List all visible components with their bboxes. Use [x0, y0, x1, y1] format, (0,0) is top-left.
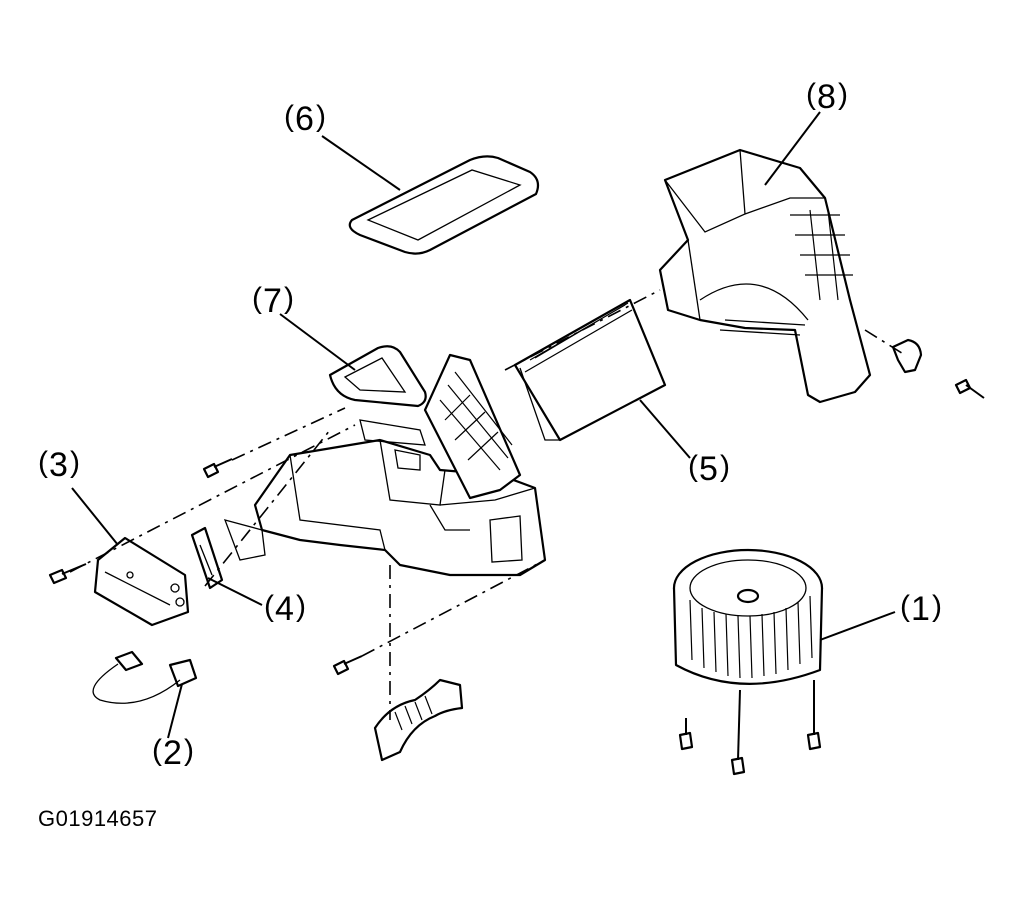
- leader-lines: [71, 111, 896, 739]
- svg-text:4: 4: [275, 590, 294, 628]
- callout-2: ( 2 ): [152, 734, 194, 772]
- callout-1: ( 1 ): [900, 590, 942, 628]
- svg-text:1: 1: [911, 590, 930, 628]
- clip-part: [891, 338, 923, 374]
- svg-text:6: 6: [295, 100, 314, 138]
- svg-text:(: (: [264, 590, 274, 623]
- svg-text:2: 2: [163, 734, 182, 772]
- svg-text:): ): [720, 450, 730, 483]
- svg-text:): ): [184, 734, 194, 767]
- part-1-blower: [672, 548, 824, 685]
- svg-text:(: (: [806, 78, 816, 111]
- part-8-upper-case: [658, 148, 872, 404]
- part-2-harness: [92, 650, 198, 704]
- svg-text:): ): [296, 590, 306, 623]
- main-housing: [223, 353, 547, 577]
- part-5-filter: [513, 298, 667, 442]
- svg-text:): ): [284, 282, 294, 315]
- drain-hose: [373, 678, 464, 762]
- part-6-seal: [348, 155, 540, 255]
- callout-4: ( 4 ): [264, 590, 306, 628]
- callout-6: ( 6 ): [284, 100, 326, 138]
- callout-8: ( 8 ): [806, 78, 848, 116]
- assembly-lines: [69, 289, 906, 720]
- svg-text:(: (: [900, 590, 910, 623]
- svg-text:(: (: [252, 282, 262, 315]
- callout-3: ( 3 ): [38, 446, 80, 484]
- svg-text:): ): [70, 446, 80, 479]
- svg-text:8: 8: [817, 78, 836, 116]
- svg-text:(: (: [688, 450, 698, 483]
- part-4-bracket: [190, 526, 224, 590]
- svg-text:(: (: [38, 446, 48, 479]
- figure-id: G01914657: [38, 806, 158, 831]
- part-7-duct: [328, 345, 427, 408]
- screws: [48, 378, 985, 776]
- svg-text:3: 3: [49, 446, 68, 484]
- svg-text:5: 5: [699, 450, 718, 488]
- svg-text:7: 7: [263, 282, 282, 320]
- svg-text:(: (: [152, 734, 162, 767]
- svg-text:(: (: [284, 100, 294, 133]
- callout-7: ( 7 ): [252, 282, 294, 320]
- part-3-resistor: [93, 536, 190, 627]
- svg-text:): ): [316, 100, 326, 133]
- callout-5: ( 5 ): [688, 450, 730, 488]
- svg-text:): ): [932, 590, 942, 623]
- svg-text:): ): [838, 78, 848, 111]
